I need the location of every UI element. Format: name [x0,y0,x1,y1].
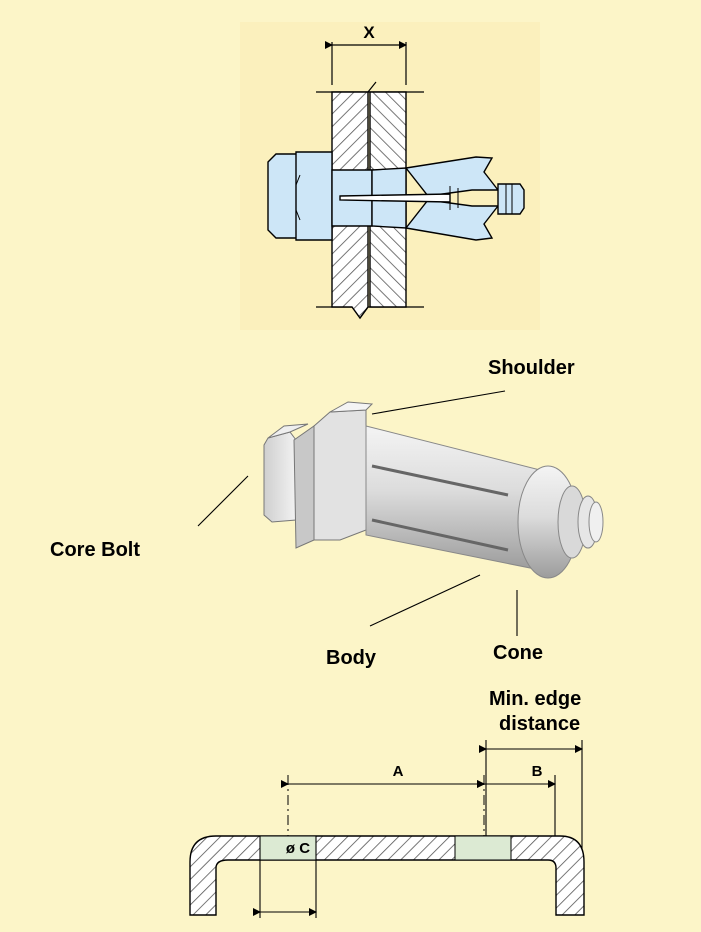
hole-edge [454,835,512,861]
body-slot-2 [371,518,509,552]
core-bolt-head [263,431,297,523]
edge-distance-view: Min. edge distance A B ø C [189,688,585,918]
leader-core-bolt [197,475,249,527]
channel-section [189,835,585,916]
bolt-3d-view: Shoulder Core Bolt Body Cone [50,357,604,669]
bolt-head [267,153,299,239]
dimension-b-label: B [532,763,543,780]
installed-section-view: X [240,22,540,330]
leader-body [369,574,481,627]
dimension-x-label: X [363,23,375,42]
dimension-a-label: A [393,763,404,780]
dimension-c-label: ø C [286,840,310,857]
shoulder-collar [295,151,333,241]
label-min-edge-line2: distance [499,713,580,735]
dimension-x: X [325,23,407,85]
cone-tip [497,183,525,215]
label-shoulder: Shoulder [488,357,575,379]
shoulder-collar-3d [293,425,315,549]
body-cylinder [365,425,541,571]
body-slot-1 [371,464,509,497]
label-cone: Cone [493,642,543,664]
bolt-assembly [267,151,525,241]
label-core-bolt: Core Bolt [50,539,140,561]
hole-c [259,835,317,861]
label-min-edge-line1: Min. edge [489,688,581,710]
core-slot [339,193,451,203]
label-body: Body [326,647,377,669]
leader-shoulder [371,390,506,415]
